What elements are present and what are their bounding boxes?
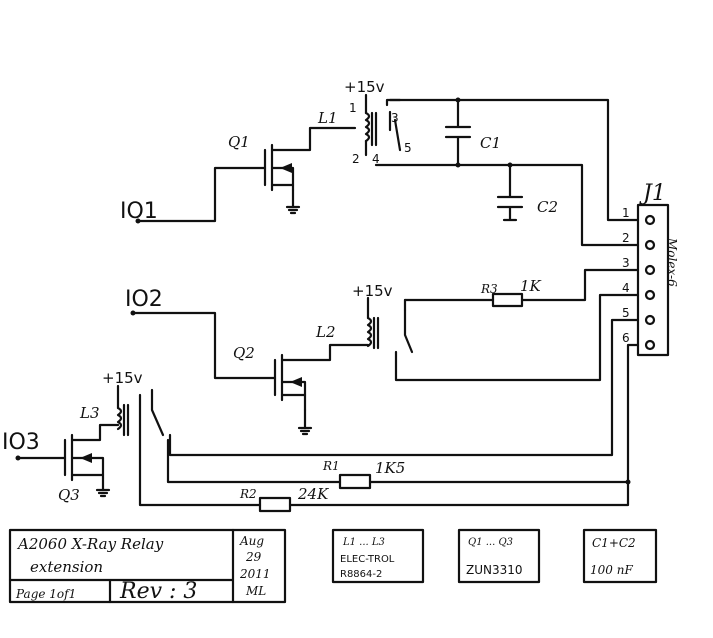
j1-connector bbox=[636, 203, 670, 357]
r2-value: 24K bbox=[297, 485, 329, 503]
r1-label: R1 bbox=[322, 459, 340, 473]
r3-resistor bbox=[491, 292, 524, 308]
title-line2: extension bbox=[30, 558, 103, 576]
title-block bbox=[8, 528, 287, 604]
io3-label: IO3 bbox=[2, 430, 40, 455]
j1-pin1: 1 bbox=[622, 206, 630, 220]
note-relays-box bbox=[331, 528, 425, 584]
supply-l1: +15v bbox=[344, 78, 385, 96]
q3-mosfet bbox=[63, 423, 120, 498]
q2-mosfet bbox=[273, 343, 370, 436]
author: ML bbox=[245, 584, 266, 598]
q1-mosfet bbox=[263, 126, 357, 215]
relay3-j1-wire bbox=[168, 318, 640, 457]
j1-pin5: 5 bbox=[622, 306, 630, 320]
j1-pin4: 4 bbox=[622, 281, 630, 295]
j1-pin6: 6 bbox=[622, 331, 630, 345]
l1-pin5: 5 bbox=[404, 141, 412, 155]
q1-label: Q1 bbox=[228, 133, 250, 151]
q2-label: Q2 bbox=[233, 344, 255, 362]
revision: Rev : 3 bbox=[119, 579, 197, 604]
r2-wire bbox=[138, 393, 630, 507]
l3-label: L3 bbox=[79, 404, 100, 422]
j1-pin3: 3 bbox=[622, 256, 630, 270]
note-caps-box bbox=[582, 528, 658, 584]
note-relays-line1: L1 ... L3 bbox=[342, 537, 385, 548]
c2-label: C2 bbox=[537, 198, 558, 216]
r2-label: R2 bbox=[239, 487, 257, 501]
io1-wire bbox=[136, 166, 267, 223]
l2-relay bbox=[366, 298, 414, 354]
relay2-r3-wire bbox=[403, 268, 640, 302]
l1-pin2: 2 bbox=[352, 152, 360, 166]
date-month: Aug bbox=[239, 534, 264, 548]
r3-label: R3 bbox=[480, 282, 498, 296]
j1-type: Molex-6 bbox=[665, 237, 679, 287]
note-mosfets-line2: ZUN3310 bbox=[466, 563, 523, 577]
date-day: 29 bbox=[245, 550, 262, 564]
note-relays-line3: R8864-2 bbox=[340, 569, 382, 580]
note-mosfets-line1: Q1 ... Q3 bbox=[468, 537, 513, 548]
relay1-common-wire bbox=[374, 163, 640, 247]
note-caps-line1: C1+C2 bbox=[592, 536, 636, 550]
note-caps-line2: 100 nF bbox=[590, 563, 633, 577]
r1-resistor bbox=[338, 473, 372, 490]
j1-label: J1 bbox=[639, 181, 666, 206]
r1-value: 1K5 bbox=[375, 459, 405, 477]
note-mosfets-box bbox=[457, 528, 541, 584]
r3-value: 1K bbox=[520, 277, 542, 295]
j1-pin2: 2 bbox=[622, 231, 630, 245]
q3-label: Q3 bbox=[58, 486, 80, 504]
l1-label: L1 bbox=[317, 109, 338, 127]
l1-pin1: 1 bbox=[349, 101, 357, 115]
date-year: 2011 bbox=[239, 567, 271, 581]
c1-capacitor bbox=[444, 98, 472, 167]
l3-relay bbox=[116, 388, 165, 437]
io2-label: IO2 bbox=[125, 287, 163, 312]
page-number: Page 1of1 bbox=[15, 587, 76, 601]
j1-pins bbox=[644, 214, 656, 351]
l1-pin3: 3 bbox=[391, 111, 399, 125]
c1-label: C1 bbox=[480, 134, 501, 152]
r1-wire bbox=[166, 343, 640, 484]
note-relays-line2: ELEC-TROL bbox=[340, 554, 395, 565]
relay1-pin3-wire bbox=[388, 98, 640, 222]
supply-l2: +15v bbox=[352, 282, 393, 300]
c2-capacitor bbox=[496, 163, 524, 222]
io2-wire bbox=[131, 311, 277, 380]
r2-resistor bbox=[258, 496, 292, 513]
title-line1: A2060 X-Ray Relay bbox=[16, 535, 164, 553]
relay2-return-wire bbox=[394, 293, 640, 382]
l1-relay bbox=[364, 98, 402, 157]
supply-l3: +15v bbox=[102, 369, 143, 387]
l1-pin4: 4 bbox=[372, 152, 380, 166]
l2-label: L2 bbox=[315, 323, 336, 341]
